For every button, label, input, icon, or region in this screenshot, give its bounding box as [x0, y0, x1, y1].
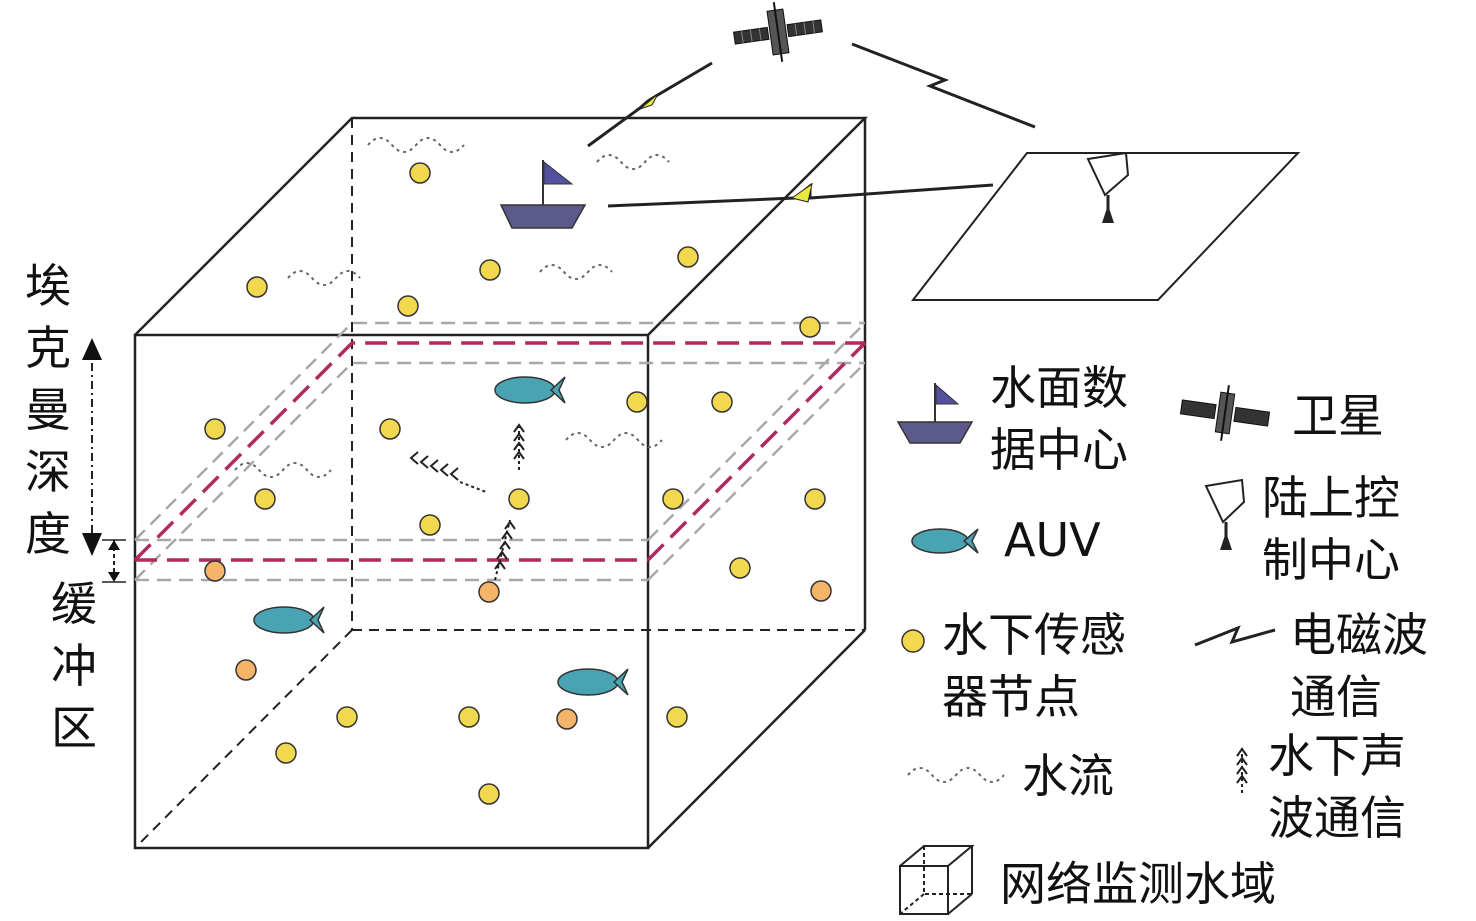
legend-label: 器节点 — [942, 670, 1080, 724]
legend-item-sensor-node: 水下传感 器节点 — [901, 608, 1126, 724]
sensor-node-icon — [479, 259, 501, 281]
ekman-char: 曼 — [25, 383, 71, 437]
water-wave-icon — [287, 270, 361, 286]
legend: 水面数 据中心 卫星 AUV — [896, 361, 1428, 915]
legend-item-auv: AUV — [911, 513, 1101, 567]
sensor-node-icon — [662, 488, 684, 510]
acoustic-signal-icon — [494, 519, 516, 581]
sensor-node-icon — [458, 706, 480, 728]
sensor-node-icon — [409, 162, 431, 184]
sensor-node-icon — [204, 560, 226, 582]
legend-label: 电磁波 — [1290, 608, 1428, 662]
legend-label: 网络监测水域 — [1000, 857, 1276, 911]
legend-label: 据中心 — [990, 423, 1128, 477]
sensor-node-icon — [379, 418, 401, 440]
legend-item-monitoring-area: 网络监测水域 — [899, 845, 1276, 915]
buffer-char: 缓 — [51, 577, 97, 631]
sensor-node-icon — [901, 629, 925, 653]
sensor-node-icon — [275, 742, 297, 764]
legend-label: 卫星 — [1292, 389, 1384, 443]
legend-label: 水下传感 — [942, 608, 1126, 662]
water-wave-icon — [234, 462, 332, 478]
sensor-node-icon — [419, 514, 441, 536]
land-platform — [910, 152, 1301, 301]
legend-label: 陆上控 — [1262, 471, 1400, 525]
legend-item-satellite: 卫星 — [1179, 385, 1384, 443]
legend-label: 水流 — [1022, 749, 1114, 803]
boat-icon — [499, 160, 587, 229]
lightning-icon — [1194, 625, 1276, 647]
sensor-node-icon — [254, 488, 276, 510]
ekman-char: 克 — [25, 321, 71, 375]
legend-label: 水下声 — [1268, 729, 1406, 783]
ekman-depth-label: 埃 克 曼 深 度 — [25, 259, 71, 561]
acoustic-signal-icon — [409, 451, 487, 493]
water-wave-icon — [907, 767, 1005, 783]
sensor-node-icon — [626, 391, 648, 413]
sensor-node-icon — [336, 706, 358, 728]
buffer-char: 区 — [51, 701, 97, 755]
water-wave-icon — [539, 264, 613, 280]
acoustic-signal-icon — [513, 424, 525, 470]
em-link-boat-land — [607, 182, 994, 208]
legend-label: 水面数 — [990, 361, 1128, 415]
monitoring-cube — [133, 116, 869, 850]
ekman-char: 埃 — [25, 259, 71, 313]
fish-icon — [253, 606, 325, 634]
acoustic-signal-icon — [1236, 748, 1248, 796]
legend-label: 制中心 — [1262, 533, 1400, 587]
control-center-icon — [1086, 151, 1130, 223]
water-wave-icon — [596, 154, 670, 170]
water-waves — [234, 137, 670, 478]
legend-item-surface-data-center: 水面数 据中心 — [896, 361, 1128, 477]
sensor-node-icon — [799, 316, 821, 338]
fish-icon — [911, 528, 979, 554]
sensor-node-icon — [677, 246, 699, 268]
sensor-node-icon — [508, 488, 530, 510]
ekman-layer — [133, 321, 867, 582]
lightning-icon — [790, 182, 813, 203]
buffer-char: 冲 — [51, 639, 97, 693]
ekman-char: 度 — [25, 507, 71, 561]
legend-label: AUV — [1004, 513, 1101, 567]
water-wave-icon — [367, 137, 465, 153]
control-center-icon — [1204, 478, 1246, 550]
boat-icon — [896, 383, 974, 444]
cube-icon — [899, 845, 975, 915]
sensor-node-icon — [729, 557, 751, 579]
legend-item-em-wave: 电磁波 通信 — [1194, 608, 1428, 724]
legend-label: 通信 — [1290, 670, 1382, 724]
satellite-icon — [733, 2, 823, 62]
sensor-nodes — [204, 162, 832, 805]
legend-label: 波通信 — [1268, 791, 1406, 845]
buffer-arrow — [102, 539, 126, 583]
lightning-icon — [639, 93, 659, 110]
em-link-boat-satellite — [587, 61, 713, 148]
sensor-node-icon — [666, 706, 688, 728]
satellite-icon — [1179, 385, 1271, 441]
fish-icon — [557, 668, 629, 696]
legend-item-land-control-center: 陆上控 制中心 — [1204, 471, 1400, 587]
sensor-node-icon — [810, 580, 832, 602]
fish-icon — [494, 376, 566, 404]
water-wave-icon — [565, 432, 663, 448]
legend-item-acoustic: 水下声 波通信 — [1236, 729, 1406, 845]
sensor-node-icon — [478, 581, 500, 603]
legend-item-water-flow: 水流 — [907, 749, 1114, 803]
sensor-node-icon — [478, 783, 500, 805]
buffer-zone-label: 缓 冲 区 — [51, 577, 97, 755]
sensor-node-icon — [235, 659, 257, 681]
sensor-node-icon — [204, 418, 226, 440]
ekman-char: 深 — [25, 445, 71, 499]
sensor-node-icon — [397, 295, 419, 317]
ekman-depth-arrow — [82, 338, 102, 556]
em-link-satellite-land — [851, 42, 1036, 129]
sensor-node-icon — [804, 488, 826, 510]
sensor-node-icon — [246, 276, 268, 298]
sensor-node-icon — [711, 391, 733, 413]
sensor-node-icon — [556, 708, 578, 730]
